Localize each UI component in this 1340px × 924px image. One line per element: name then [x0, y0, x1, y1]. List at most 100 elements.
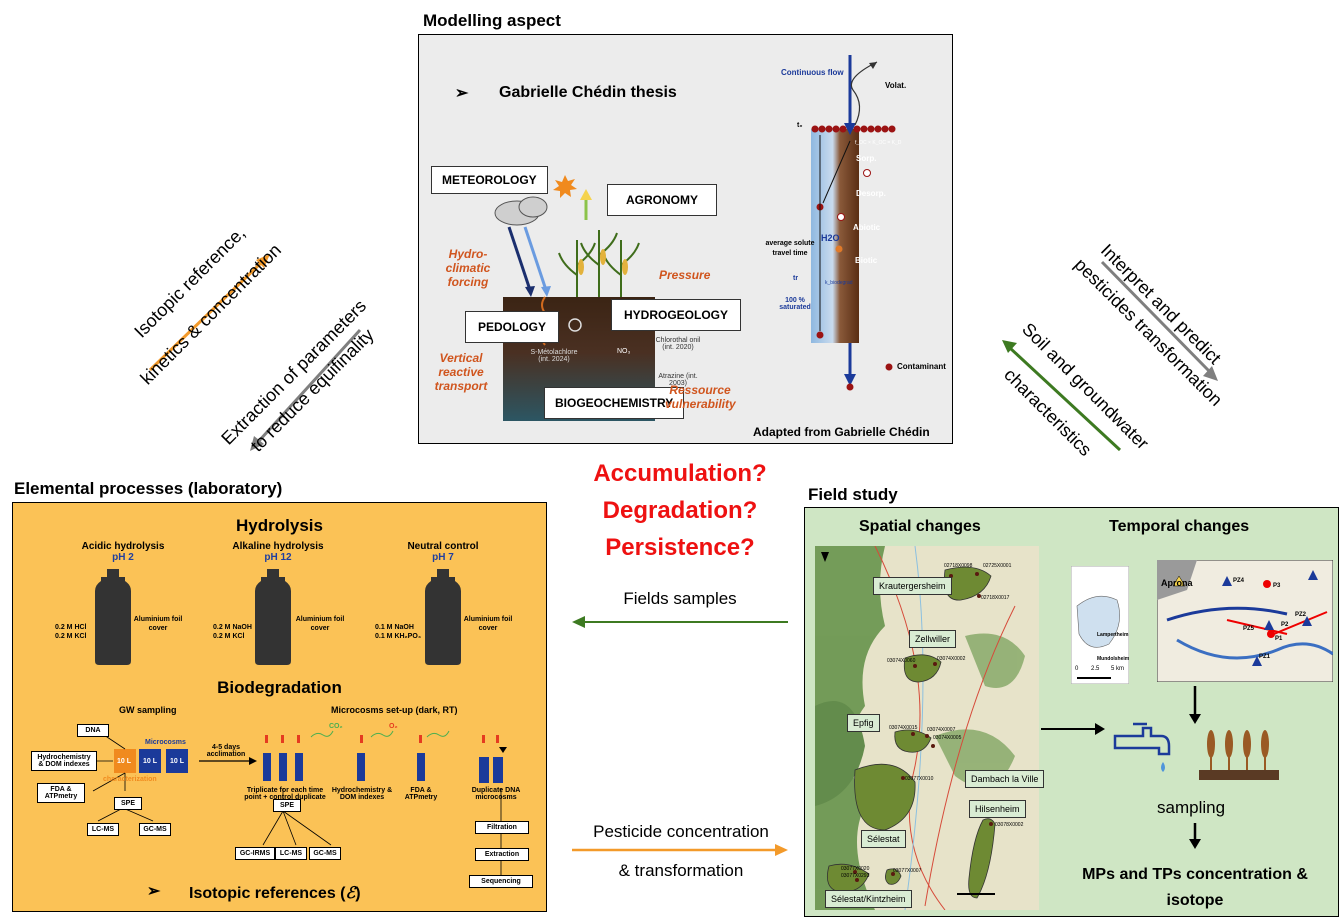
driver-pressure: Pressure	[659, 268, 711, 282]
container-10l-blue-1: 10 L	[143, 758, 158, 765]
fda-box: FDA & ATPmetry	[37, 783, 85, 803]
well-label: 03074X0007	[927, 727, 956, 733]
characterization-label: characterization	[103, 776, 157, 783]
town-selestat: Sélestat	[861, 830, 906, 848]
result-line1: MPs and TPs concentration &	[1082, 866, 1308, 883]
column-sorp: Sorp.	[856, 154, 877, 163]
well-label: 02718X0098	[944, 563, 973, 569]
column-foc: f_OC × K_OC = K_D	[855, 140, 902, 146]
question-persistence: Persistence?	[605, 534, 755, 561]
detail-pz5: PZ5	[1243, 626, 1255, 632]
column-t0: t₀	[797, 122, 803, 129]
label-hydrogeology: HYDROGEOLOGY	[611, 299, 742, 331]
column-desorp: Desorp.	[856, 189, 886, 198]
acclimation-label: 4-5 days acclimation	[206, 744, 246, 758]
town-dambach: Dambach la Ville	[965, 770, 1045, 788]
town-krautergersheim: Krautergersheim	[873, 577, 952, 595]
bottle-alkaline-cover: Aluminium foil cover	[295, 616, 345, 632]
hydrochem2-label: Hydrochemistry & DOM indexes	[331, 787, 393, 801]
bottle-alkaline-reagents: 0.2 M NaOH 0.2 M KCl	[213, 623, 252, 641]
label-biogeochemistry: BIOGEOCHEMISTRY	[544, 387, 685, 419]
column-travel-time: average solute travel time	[765, 240, 815, 257]
bottle-name: Acidic hydrolysis	[81, 541, 165, 552]
o2-label: O₂	[389, 723, 398, 730]
detail-p3: P3	[1273, 583, 1281, 589]
well-label: 03078X0002	[995, 822, 1024, 828]
inset-lamppertheim: Lampertheim	[1097, 632, 1129, 638]
lcms-box-2: LC-MS	[275, 847, 307, 860]
question-accumulation: Accumulation?	[593, 460, 767, 487]
lab-panel: Hydrolysis Acidic hydrolysis pH 2 Alkali…	[12, 502, 547, 912]
well-label: 03077X0010	[905, 776, 934, 782]
field-arrows	[1041, 686, 1201, 849]
detail-map	[1157, 560, 1333, 682]
container-10l-blue-2: 10 L	[170, 758, 185, 765]
column-k-biodegrad: k_biodegrad	[825, 280, 853, 286]
inset-scale2: 5 km	[1111, 666, 1125, 672]
bottle-ph: pH 12	[264, 552, 292, 563]
soil-no3: NO₃	[617, 348, 631, 355]
bullet-arrow-icon: ➢	[455, 85, 469, 102]
sequencing-box: Sequencing	[469, 875, 533, 888]
column-continuous-flow: Continuous flow	[781, 68, 844, 77]
well-label: 03077X0293	[841, 873, 870, 879]
driver-vertical: Vertical reactive transport	[434, 351, 488, 393]
thesis-title: Gabrielle Chédin thesis	[499, 84, 677, 101]
container-10l-orange: 10 L	[117, 758, 132, 765]
inset-mundolsheim: Mundolsheim	[1097, 656, 1130, 662]
label-pedology: PEDOLOGY	[465, 311, 560, 343]
detail-p1: P1	[1275, 636, 1283, 642]
spe-box-2: SPE	[273, 799, 301, 812]
bottle-name: Neutral control	[407, 541, 479, 552]
modelling-credit: Adapted from Gabrielle Chédin	[753, 425, 930, 439]
bullet-arrow-icon: ➢	[147, 883, 161, 900]
spe-box: SPE	[114, 797, 142, 810]
result-block: MPs and TPs concentration & isotope	[1055, 862, 1335, 914]
reagent: 0.1 M KH₂PO₄	[375, 633, 422, 640]
hydrolysis-title: Hydrolysis	[236, 516, 323, 535]
modelling-panel: ➢ Gabrielle Chédin thesis	[418, 34, 953, 444]
duplicate-dna-label: Duplicate DNA microcosms	[471, 787, 521, 801]
gcms-box-2: GC-MS	[309, 847, 341, 860]
biodegradation-title: Biodegradation	[217, 678, 342, 697]
well-label: 02725X0001	[983, 563, 1012, 569]
bottle-alkaline: Alkaline hydrolysis pH 12	[208, 541, 348, 563]
town-zellwiller: Zellwiller	[909, 630, 957, 648]
reagent: 0.1 M NaOH	[375, 624, 414, 631]
soil-smetolachlore: S-Métolachlore (int. 2024)	[530, 349, 578, 363]
town-epfig: Epfig	[847, 714, 880, 732]
label-agronomy: AGRONOMY	[607, 184, 717, 216]
well-label: 03074X0002	[937, 656, 966, 662]
gw-sampling-title: GW sampling	[119, 705, 177, 715]
driver-hydro-climatic: Hydro-climatic forcing	[445, 247, 491, 289]
lab-title: Elemental processes (laboratory)	[14, 479, 283, 498]
well-label: 03077X0007	[893, 868, 922, 874]
isotopic-close: )	[355, 885, 361, 902]
lcms-box: LC-MS	[87, 823, 119, 836]
detail-p2: P2	[1281, 622, 1289, 628]
reagent: 0.2 M KCl	[213, 633, 245, 640]
column-volat: Volat.	[885, 81, 907, 90]
column-h2o: H2O	[821, 233, 840, 243]
detail-aprona: Aprona	[1161, 578, 1193, 588]
column-saturated: 100 % saturated	[779, 297, 811, 311]
column-biotic: Biotic	[855, 256, 878, 265]
field-panel: Spatial changes Temporal changes	[804, 507, 1339, 917]
questions-block: Accumulation? Degradation? Persistence?	[560, 455, 800, 566]
town-selestat-kintzheim: Sélestat/Kintzheim	[825, 890, 912, 908]
spatial-map	[815, 546, 1039, 910]
fda2-label: FDA & ATPmetry	[404, 787, 438, 801]
pesticide-line2: & transformation	[618, 861, 744, 880]
filtration-box: Filtration	[475, 821, 529, 834]
bottle-neutral-reagents: 0.1 M NaOH 0.1 M KH₂PO₄	[375, 623, 421, 641]
bottle-name: Alkaline hydrolysis	[232, 541, 324, 552]
microcosms-label: Microcosms	[145, 739, 186, 746]
inset-scale0: 0	[1075, 666, 1079, 672]
detail-pz2: PZ2	[1295, 612, 1307, 618]
pesticide-line1: Pesticide concentration	[593, 822, 769, 841]
epsilon-symbol: ℰ	[345, 883, 356, 902]
microcosms-setup-title: Microcosms set-up (dark, RT)	[331, 705, 458, 715]
bottle-neutral: Neutral control pH 7	[373, 541, 513, 563]
column-tr: tr	[793, 275, 799, 282]
